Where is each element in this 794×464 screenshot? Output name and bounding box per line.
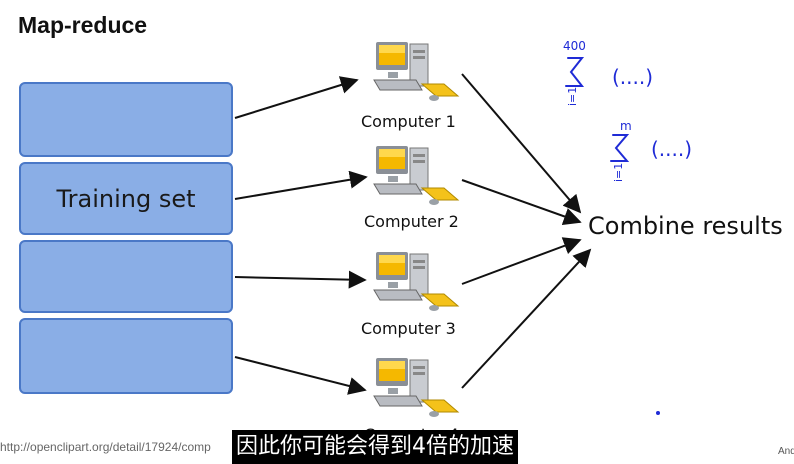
video-subtitle: 因此你可能会得到4倍的加速 — [232, 430, 518, 464]
sum2-lower: i=1 — [612, 163, 625, 182]
combine-results-label: Combine results — [588, 212, 783, 240]
sum1-lower: i=1 — [566, 87, 579, 106]
computer-label-2: Computer 2 — [364, 212, 459, 231]
handwritten-sum-2 — [610, 134, 630, 162]
arrow-block3-to-computer3 — [234, 270, 367, 289]
handwritten-sum-1 — [565, 57, 585, 87]
arrow-computer1-to-combine — [461, 73, 582, 214]
data-block-3 — [19, 240, 233, 313]
slide-title: Map-reduce — [18, 12, 148, 38]
sum2-body: (....) — [651, 137, 692, 161]
arrow-block2-to-computer2 — [234, 170, 368, 200]
ink-dot — [656, 411, 660, 415]
computer-icon-2 — [373, 146, 460, 205]
sum1-upper: 400 — [563, 39, 586, 53]
computer-label-3: Computer 3 — [361, 319, 456, 338]
computer-icon-4 — [373, 358, 460, 417]
computer-icon-3 — [373, 252, 460, 311]
data-block-4 — [19, 318, 233, 394]
computer-label-1: Computer 1 — [361, 112, 456, 131]
arrow-block1-to-computer1 — [234, 76, 359, 119]
sum1-body: (....) — [612, 65, 653, 89]
data-block-training-set: Training set — [19, 162, 233, 235]
arrow-computer3-to-combine — [461, 237, 582, 285]
presenter-credit: And — [778, 446, 794, 457]
image-credit: http://openclipart.org/detail/17924/comp — [0, 440, 211, 454]
computer-icon-1 — [373, 42, 460, 101]
sum2-upper: m — [620, 119, 632, 133]
training-set-label: Training set — [56, 184, 196, 213]
arrow-computer2-to-combine — [461, 179, 582, 226]
arrow-block4-to-computer4 — [234, 356, 367, 395]
data-block-1 — [19, 82, 233, 157]
arrow-computer4-to-combine — [461, 248, 592, 389]
